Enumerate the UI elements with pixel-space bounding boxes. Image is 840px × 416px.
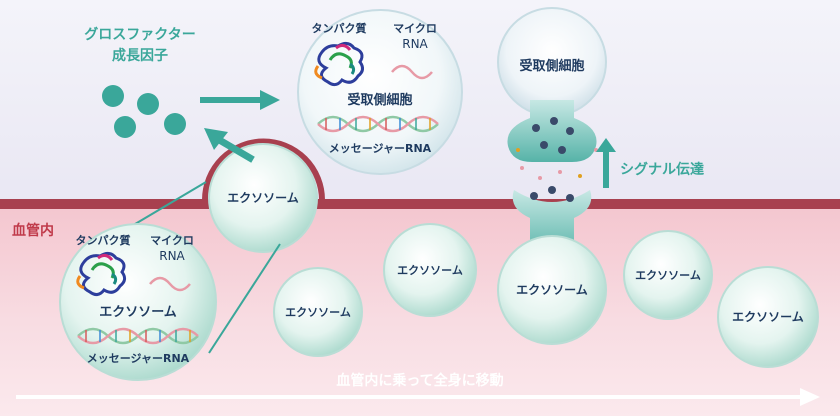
exosome-5: エクソソーム: [717, 266, 819, 368]
exosome-1: エクソソーム: [273, 267, 363, 357]
protein-label-top: タンパク質: [312, 21, 367, 35]
flow-label: 血管内に乗って全身に移動: [336, 372, 503, 389]
exosome-2: エクソソーム: [383, 223, 477, 317]
signal-label: シグナル伝達: [620, 161, 704, 178]
signal-arrow: [596, 138, 616, 188]
exosome-label-emerging: エクソソーム: [227, 191, 299, 205]
mrna-label-bottom: メッセージャーRNA: [87, 352, 190, 365]
mrna-icon-bottom: [77, 327, 199, 345]
zoom-line-right: [208, 243, 281, 354]
rna-label-bottom: RNA: [159, 249, 185, 263]
micro-rna-icon-top: [391, 64, 433, 80]
flow-arrow: [16, 388, 820, 406]
exosome-label-bubble: エクソソーム: [99, 305, 177, 320]
vessel-label: 血管内: [12, 222, 54, 239]
arrow-to-growth-factors: [204, 128, 255, 163]
protein-icon-top: [314, 41, 365, 87]
mrna-label-top: メッセージャーRNA: [329, 142, 432, 155]
exosome-detail-bubble: タンパク質 マイクロ RNA エクソソーム メッセージャーRNA: [59, 223, 217, 381]
growth-factor-dots: [102, 85, 186, 138]
exosome-3-label: エクソソーム: [516, 283, 588, 297]
exosome-2-label: エクソソーム: [397, 264, 463, 277]
mrna-icon-top: [317, 115, 439, 133]
growth-factor-label-2: 成長因子: [112, 47, 168, 64]
exosome-emerging: エクソソーム: [202, 138, 325, 253]
growth-factor-label-1: グロスファクター: [84, 26, 195, 43]
exosome-4: エクソソーム: [623, 230, 713, 320]
exosome-3: エクソソーム: [497, 235, 607, 345]
recipient-cell: 受取側細胞: [497, 7, 607, 117]
micro-rna-icon-bottom: [149, 276, 191, 292]
rna-label-top: RNA: [402, 37, 428, 51]
micro-label-top: マイクロ: [393, 22, 437, 35]
vessel-wall: [0, 199, 840, 209]
recipient-detail-bubble: タンパク質 マイクロ RNA 受取側細胞 メッセージャーRNA: [297, 9, 463, 175]
protein-label-bottom: タンパク質: [76, 233, 131, 247]
exosome-1-label: エクソソーム: [285, 306, 351, 319]
recipient-label-bubble: 受取側細胞: [347, 92, 412, 108]
synapse-upper: [507, 100, 597, 162]
exosome-5-label: エクソソーム: [732, 310, 804, 324]
micro-label-bottom: マイクロ: [150, 234, 194, 247]
protein-icon-bottom: [76, 251, 127, 297]
exosome-4-label: エクソソーム: [635, 269, 701, 282]
arrow-to-recipient: [200, 90, 280, 110]
recipient-cell-label: 受取側細胞: [519, 58, 584, 74]
